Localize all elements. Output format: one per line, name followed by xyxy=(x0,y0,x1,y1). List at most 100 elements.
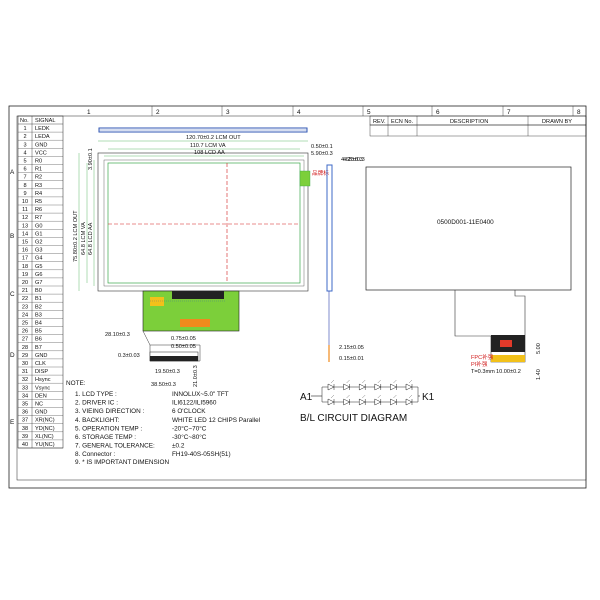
pin-signal: G7 xyxy=(35,280,42,286)
led-emission-mark xyxy=(393,379,397,384)
pin-number: 6 xyxy=(23,167,26,173)
pin-number: 26 xyxy=(22,329,28,335)
led-emission-mark xyxy=(408,379,413,384)
led-emission-mark xyxy=(393,394,397,399)
pin-signal: DEN xyxy=(35,393,47,399)
dim-b: 5.90±0.3 xyxy=(311,151,333,157)
pin-signal: B1 xyxy=(35,296,42,302)
pin-number: 28 xyxy=(22,345,28,351)
fpc-dim-2: 0.50±0.05 xyxy=(171,344,196,350)
lcd-glass xyxy=(103,159,305,287)
pin-signal: G4 xyxy=(35,256,42,262)
pin-number: 12 xyxy=(22,215,28,221)
note-label: 2. DRIVER IC : xyxy=(75,400,118,407)
note-label: 1. LCD TYPE : xyxy=(75,391,117,398)
ecn-header: ECN No. xyxy=(391,119,414,125)
pin-signal: R2 xyxy=(35,175,42,181)
pin-signal: R1 xyxy=(35,167,42,173)
column-label: 1 xyxy=(87,109,91,116)
brand-label-box xyxy=(299,170,311,187)
pin-signal: R7 xyxy=(35,215,42,221)
notes-heading: NOTE: xyxy=(66,380,86,387)
led-emission-mark xyxy=(346,394,350,399)
pin-number: 5 xyxy=(23,159,26,165)
pin-number: 35 xyxy=(22,402,28,408)
rear-note-2: T=0.3mm xyxy=(471,369,495,375)
led-emission-mark xyxy=(362,379,366,384)
note-value: INNOLUX~5.0" TFT xyxy=(172,391,229,398)
pin-number: 10 xyxy=(22,199,28,205)
dim-lcm-va-h: 64.8 LCM VA xyxy=(81,222,87,255)
pin-number: 31 xyxy=(22,369,28,375)
pin-signal: XL(NC) xyxy=(35,434,54,440)
fpc-dim-3: 0.3±0.03 xyxy=(118,353,140,359)
pin-signal: R4 xyxy=(35,191,42,197)
dim-lcd-aa-w: 108 LCD AA xyxy=(194,150,225,156)
pin-signal: XR(NC) xyxy=(35,418,55,424)
pin-signal: G1 xyxy=(35,231,42,237)
pin-number: 20 xyxy=(22,280,28,286)
pin-number: 34 xyxy=(22,393,28,399)
led-diode-icon xyxy=(374,398,382,406)
pin-signal: R0 xyxy=(35,159,42,165)
side-dim-1: 2.15±0.05 xyxy=(339,345,364,351)
rear-dim-0: 10.00±0.2 xyxy=(496,369,521,375)
pin-signal: B3 xyxy=(35,312,42,318)
rear-outline xyxy=(365,166,572,291)
pin-signal: YU(NC) xyxy=(35,442,55,448)
led-diode-icon xyxy=(327,398,335,406)
pin-number: 17 xyxy=(22,256,28,262)
pin-signal: Vsync xyxy=(35,385,50,391)
side-view: 4.65±0.3 2.15±0.05 0.15±0.01 xyxy=(326,157,364,362)
pin-number: 25 xyxy=(22,321,28,327)
pin-number: 4 xyxy=(23,150,26,156)
fpc-dim-5: 38.50±0.3 xyxy=(151,382,176,388)
note-value: ILI6122/ILI5960 xyxy=(172,400,217,407)
note-label: 3. VIEING DIRECTION : xyxy=(75,408,144,415)
led-emission-mark xyxy=(377,379,381,384)
pin-number: 15 xyxy=(22,240,28,246)
pin-signal: GND xyxy=(35,353,47,359)
pin-signal: G3 xyxy=(35,248,42,254)
pin-signal: GND xyxy=(35,142,47,148)
front-view: 品牌标 120.70±0.2 LCM OUT 110.7 LCM VA 108 … xyxy=(73,135,365,388)
led-diode-icon xyxy=(358,398,366,406)
led-diode-icon xyxy=(327,383,335,391)
pin-number: 2 xyxy=(23,134,26,140)
bl-anode-label: A1 xyxy=(300,392,313,403)
dim-d: 3.90±0.1 xyxy=(88,148,94,170)
bl-cathode-label: K1 xyxy=(422,392,435,403)
pin-number: 32 xyxy=(22,377,28,383)
drawn-by-header: DRAWN BY xyxy=(542,119,572,125)
note-label: 8. Connector : xyxy=(75,451,115,458)
note-value: ±0.2 xyxy=(172,443,185,450)
pin-number: 9 xyxy=(23,191,26,197)
pin-number: 13 xyxy=(22,223,28,229)
pin-table-header-signal: SIGNAL xyxy=(35,118,56,124)
row-label: D xyxy=(10,352,15,359)
top-edge-view xyxy=(98,127,308,133)
pin-signal: VCC xyxy=(35,150,47,156)
led-emission-mark xyxy=(408,394,413,399)
pin-signal: R5 xyxy=(35,199,42,205)
note-label: 4. BACKLIGHT: xyxy=(75,417,120,424)
led-diode-icon xyxy=(405,398,413,406)
side-dim-0: 4.65±0.3 xyxy=(341,157,363,163)
note-value: -30°C~80°C xyxy=(172,433,207,441)
bl-circuit-diagram: A1 K1 B/L CIRCUIT DIAGRAM xyxy=(300,379,435,424)
rear-fpc-pad xyxy=(491,355,525,362)
pin-signal: Hsync xyxy=(35,377,51,383)
pin-number: 24 xyxy=(22,312,28,318)
led-emission-mark xyxy=(346,379,350,384)
row-label: B xyxy=(10,233,14,240)
dim-c: 4.20±0.3 xyxy=(343,157,365,163)
lcm-outline xyxy=(97,152,309,292)
brand-label: 品牌标 xyxy=(312,169,329,177)
fpc-dim-4: 19.50±0.3 xyxy=(155,369,180,375)
pin-signal: G2 xyxy=(35,240,42,246)
column-label: 6 xyxy=(436,109,440,116)
pin-signal: GND xyxy=(35,410,47,416)
led-emission-mark xyxy=(330,394,335,399)
